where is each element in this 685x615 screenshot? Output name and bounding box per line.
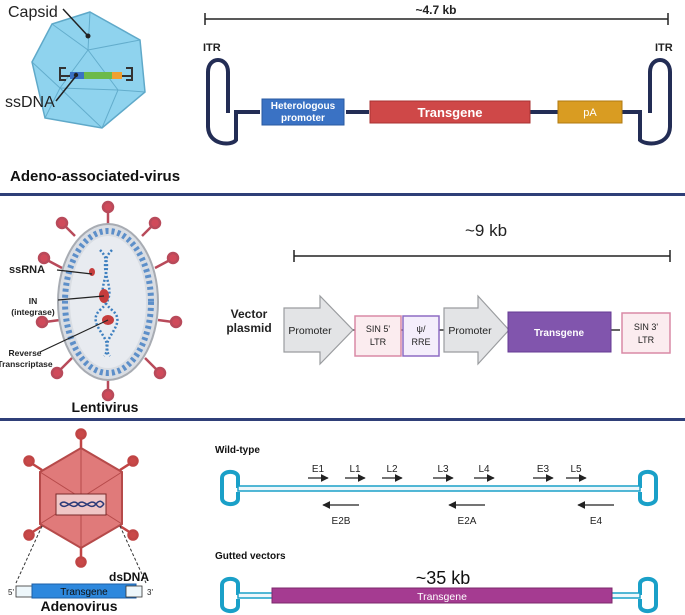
rt-label-line1: Reverse (8, 348, 41, 358)
section-divider-1 (0, 193, 685, 196)
inner-itr-right (125, 585, 143, 598)
adeno-zoom-line-right (119, 525, 147, 584)
aav-promoter-line1: Heterologous (271, 101, 336, 112)
aav-pa-box (557, 100, 623, 124)
sin5-ltr-box (354, 315, 402, 357)
prime5-label: 5' (8, 588, 14, 597)
gutted-size-label: ~35 kb (416, 568, 471, 588)
gene-label-e2a: E2A (458, 516, 477, 527)
aav-capsid-icon (31, 11, 146, 129)
inner-transgene-label: Transgene (60, 587, 108, 598)
dsdna-label: dsDNA (109, 570, 149, 584)
aav-pa-label: pA (583, 107, 597, 119)
sin3-ltr-line1: SIN 3' (634, 322, 659, 332)
aav-promoter-line2: promoter (281, 113, 325, 124)
capsid-leader-line (62, 8, 89, 37)
ssdna-label: ssDNA (5, 94, 55, 111)
vector-plasmid-line1: Vector (231, 307, 268, 321)
adeno-title: Adenovirus (40, 598, 117, 614)
ssrna-leader-line (56, 269, 93, 275)
psi-rre-box (402, 315, 440, 357)
gene-label-l1: L1 (349, 464, 361, 475)
aav-title: Adeno-associated-virus (10, 168, 180, 185)
rt-leader-line (39, 319, 109, 353)
gene-label-e1: E1 (312, 464, 325, 475)
gutted-transgene-box (271, 587, 613, 604)
gene-label-l4: L4 (478, 464, 490, 475)
lenti-transgene-box (507, 311, 612, 353)
ssdna-leader-line (55, 75, 77, 102)
inner-itr-left (15, 585, 33, 598)
gene-label-e2b: E2B (332, 516, 351, 527)
gutted-title: Gutted vectors (215, 551, 286, 562)
integrase-label-line1: IN (29, 296, 38, 306)
lenti-transgene-label: Transgene (534, 328, 584, 339)
aav-itr-left-label: ITR (203, 42, 221, 54)
aav-transgene-label: Transgene (417, 105, 482, 120)
aav-itr-right-label: ITR (655, 42, 673, 54)
sin5-ltr-line2: LTR (370, 337, 387, 347)
gene-label-l5: L5 (570, 464, 582, 475)
psi-rre-line2: RRE (411, 337, 430, 347)
lenti-size-label: ~9 kb (465, 221, 507, 240)
aav-transgene-box (369, 100, 531, 124)
lenti-virus-icon (35, 200, 183, 402)
adeno-zoom-line-left (15, 525, 43, 584)
aav-ssdna-icon (59, 67, 133, 81)
integrase-label-line2: (integrase) (11, 307, 55, 317)
section-divider-2 (0, 418, 685, 421)
prime3-label: 3' (147, 588, 153, 597)
gutted-dna (220, 576, 658, 614)
capsid-label: Capsid (8, 4, 58, 21)
gene-label-e4: E4 (590, 516, 603, 527)
lenti-promoter-1-label: Promoter (288, 325, 332, 337)
wildtype-dna (220, 469, 658, 507)
forward-genes: E1 L1 L2 L3 L4 E3 L5 (308, 464, 587, 482)
aav-promoter-box (261, 98, 345, 126)
lenti-title: Lentivirus (72, 399, 139, 415)
gene-label-l3: L3 (437, 464, 449, 475)
lenti-promoter-2-label: Promoter (448, 325, 492, 337)
aav-size-label: ~4.7 kb (415, 3, 456, 17)
lenti-size-bar (293, 250, 671, 262)
aav-size-bar (204, 13, 669, 25)
adeno-capsid-icon (23, 428, 139, 568)
gene-label-e3: E3 (537, 464, 550, 475)
lenti-promoter-arrow-2 (443, 294, 510, 366)
sin5-ltr-line1: SIN 5' (366, 324, 391, 334)
reverse-genes: E2B E2A E4 (322, 501, 614, 527)
wildtype-dna-strand (237, 485, 641, 492)
ssrna-label: ssRNA (9, 264, 45, 276)
sin3-ltr-box (621, 312, 671, 354)
gutted-transgene-label: Transgene (417, 591, 467, 603)
aav-backbone (206, 58, 672, 146)
integrase-leader-line (57, 295, 105, 301)
lenti-panel: ssRNA IN (integrase) Reverse Transcripta… (0, 200, 671, 415)
lenti-promoter-arrow-1 (283, 294, 354, 366)
adeno-panel: dsDNA 5' 3' Transgene Adenovirus Wild-ty… (8, 428, 658, 614)
aav-panel: Capsid ssDNA Adeno-associated-virus ~4.7… (5, 3, 673, 185)
rt-label-line2: Transcriptase (0, 359, 53, 369)
psi-rre-line1: ψ/ (417, 324, 426, 334)
wildtype-title: Wild-type (215, 445, 260, 456)
sin3-ltr-line2: LTR (638, 335, 655, 345)
gene-label-l2: L2 (386, 464, 398, 475)
vector-plasmid-line2: plasmid (226, 321, 271, 335)
